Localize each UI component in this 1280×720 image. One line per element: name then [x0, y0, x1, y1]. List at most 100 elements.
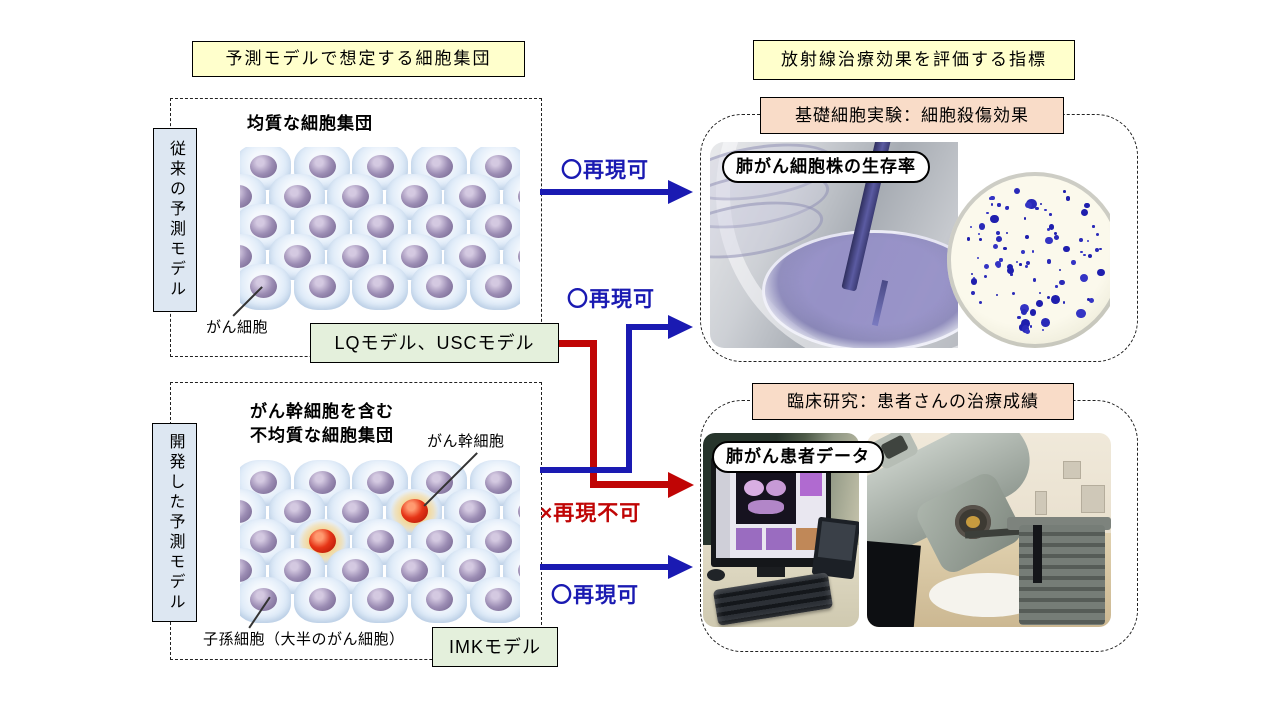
colony-dot — [1044, 209, 1047, 212]
colony-dot — [1019, 304, 1029, 314]
colony-dot — [995, 236, 1002, 243]
colony-dot — [1046, 259, 1051, 264]
cell-nucleus — [367, 155, 394, 178]
cell-nucleus — [426, 275, 453, 298]
arrow-bottom-line — [540, 564, 670, 570]
colony-dot — [972, 276, 975, 279]
colony-dot — [1046, 295, 1051, 299]
cell-nucleus — [459, 245, 486, 268]
cell-nucleus — [485, 215, 512, 238]
cell-nucleus — [309, 275, 336, 298]
cell-nucleus — [342, 559, 369, 582]
cell-nucleus — [426, 530, 453, 553]
colony-dot — [1020, 309, 1027, 316]
colony-dot — [966, 237, 971, 241]
colony-dot — [999, 258, 1003, 262]
colony-dot — [983, 275, 987, 279]
cell-nucleus — [426, 155, 453, 178]
patient-data-photo-label: 肺がん患者データ — [712, 441, 884, 473]
colony-dot — [978, 223, 986, 230]
colony-dot — [1011, 291, 1016, 296]
colony-dot — [971, 273, 974, 276]
developed-model-side-label: 開発した予測モデル — [152, 423, 197, 622]
arrow-middle-segment3 — [626, 324, 670, 330]
cancer-cell — [411, 577, 467, 623]
clinical-header: 臨床研究：患者さんの治療成績 — [752, 383, 1074, 420]
colony-dot — [1097, 268, 1106, 277]
ct-image-main — [736, 470, 796, 524]
colony-dot — [979, 237, 983, 241]
colony-dot — [1094, 248, 1099, 253]
treatment-couch-base — [1019, 525, 1105, 625]
arrow-top-label: 〇再現可 — [561, 159, 649, 182]
colony-dot — [1099, 247, 1102, 251]
arrow-top-head — [668, 180, 693, 204]
colony-dot — [1076, 308, 1086, 319]
colony-dot — [989, 197, 993, 201]
arrow-middle-segment1 — [540, 467, 632, 473]
right-column-title: 放射線治療効果を評価する指標 — [753, 40, 1075, 80]
monitor-stand — [757, 567, 785, 577]
cell-nucleus — [250, 155, 277, 178]
colony-dish-photo — [947, 172, 1110, 348]
cell-nucleus — [485, 588, 512, 611]
cell-nucleus — [309, 471, 336, 494]
gantry-window-light — [966, 516, 980, 528]
colony-dot — [1092, 225, 1095, 228]
colony-dot — [1019, 263, 1022, 266]
colony-dot — [1042, 328, 1045, 332]
cell-nucleus — [426, 588, 453, 611]
colony-dot — [1036, 300, 1043, 307]
cell-nucleus — [367, 471, 394, 494]
cancer-cell — [470, 577, 520, 623]
cell-nucleus — [250, 471, 277, 494]
cancer-stem-cell-label: がん幹細胞 — [427, 433, 505, 450]
colony-dot — [990, 203, 994, 206]
cell-nucleus — [459, 559, 486, 582]
colony-dot — [1033, 278, 1037, 282]
colony-dot — [1007, 263, 1014, 270]
cancer-cell — [352, 264, 408, 310]
arrow-bottom-label: 〇再現可 — [551, 584, 639, 607]
cell-nucleus — [309, 155, 336, 178]
cell-nucleus — [401, 245, 428, 268]
survival-rate-photo-label: 肺がん細胞株の生存率 — [722, 151, 930, 183]
cell-nucleus — [250, 588, 277, 611]
colony-dot — [1025, 201, 1032, 209]
colony-dot — [979, 300, 983, 304]
colony-dot — [1021, 250, 1026, 255]
colony-dot — [1025, 328, 1030, 334]
ct-lung-left — [744, 480, 764, 496]
cell-nucleus — [401, 185, 428, 208]
cancer-cell — [352, 577, 408, 623]
ct-body-blob — [748, 500, 784, 514]
colony-dot — [970, 278, 978, 285]
colony-dot — [969, 225, 972, 229]
colony-dot — [1021, 324, 1030, 333]
wall-chart — [1035, 491, 1047, 515]
linac-room-photo — [867, 433, 1111, 627]
cell-nucleus — [342, 500, 369, 523]
colony-dot — [1050, 295, 1060, 304]
ct-thumb — [736, 528, 762, 550]
colony-dot — [1014, 188, 1021, 195]
colony-dot — [1045, 236, 1053, 245]
colony-dot — [1079, 237, 1083, 242]
colony-dot — [1031, 250, 1034, 253]
colony-dot — [986, 211, 989, 214]
monitor-shape — [711, 457, 831, 567]
arrow-middle-segment2 — [626, 324, 632, 473]
colony-dot — [1079, 274, 1088, 282]
heterogeneous-population-title: がん幹細胞を含む 不均質な細胞集団 — [250, 400, 394, 448]
heterogeneous-title-line2: 不均質な細胞集団 — [250, 426, 394, 445]
colony-dot — [1054, 235, 1060, 241]
heterogeneous-cell-grid — [240, 452, 520, 626]
cell-nucleus — [459, 185, 486, 208]
cell-nucleus — [240, 559, 252, 582]
cell-nucleus — [342, 245, 369, 268]
cell-nucleus — [240, 185, 252, 208]
colony-dot — [1040, 202, 1043, 205]
colony-dot — [997, 203, 1001, 207]
colony-dot — [1035, 206, 1039, 211]
